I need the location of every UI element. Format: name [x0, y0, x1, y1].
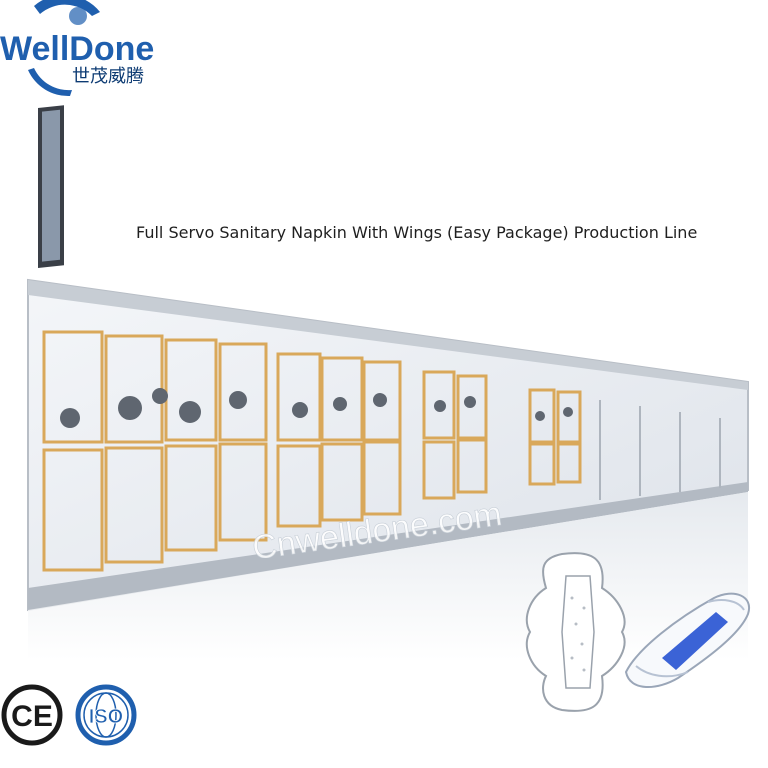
- production-line-machine: [27, 105, 749, 660]
- napkin-flat-illustration: [525, 552, 626, 712]
- logo-chinese: 世茂威腾: [72, 66, 144, 87]
- logo-wordmark: WellDone: [0, 30, 154, 68]
- ce-badge: CE: [1, 684, 63, 746]
- ce-badge-text: CE: [11, 700, 53, 733]
- certification-badges: CE ISO: [0, 680, 150, 750]
- roller-mechanisms: [60, 388, 573, 428]
- watermark: Cnwelldone.com: [250, 494, 505, 558]
- welldone-logo: WellDone 世茂威腾: [0, 0, 154, 97]
- cabinet-doors: [42, 330, 582, 572]
- iso-badge-text: ISO: [89, 706, 123, 728]
- product-title: Full Servo Sanitary Napkin With Wings (E…: [136, 223, 698, 242]
- watermark-text: Cnwelldone.com: [250, 495, 504, 558]
- iso-badge: ISO: [75, 684, 137, 746]
- napkin-3d-illustration: [624, 592, 751, 689]
